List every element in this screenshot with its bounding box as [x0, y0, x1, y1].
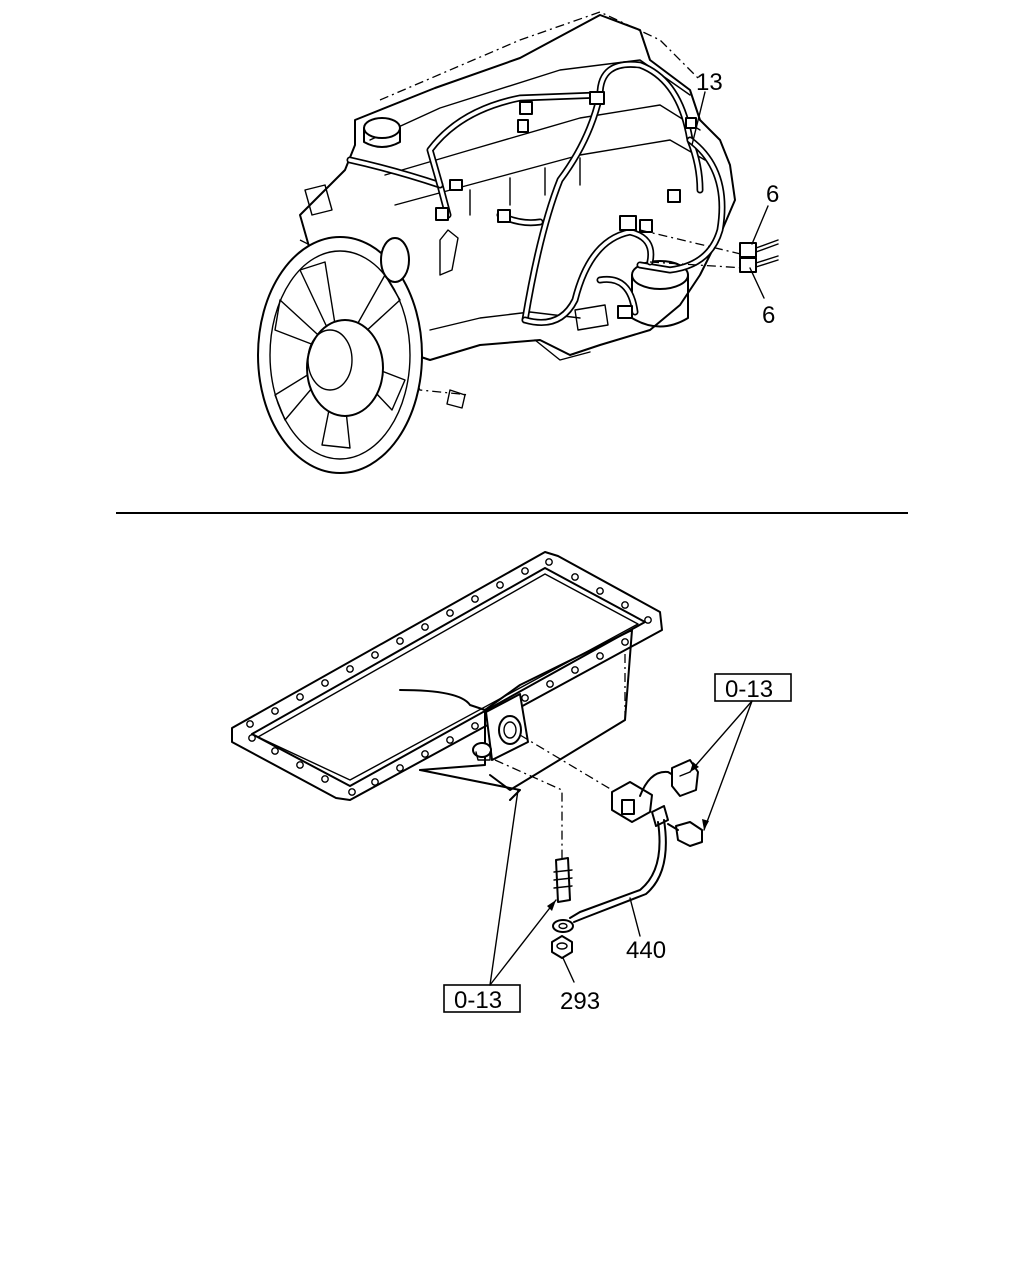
- leader-440: [629, 897, 641, 937]
- oil-level-sensor-drawing: [494, 734, 703, 959]
- callout-440: 440: [626, 937, 666, 964]
- connector-6-drawing: [739, 239, 779, 273]
- ref-box-0-13-left: 0-13: [443, 789, 557, 1014]
- engine-assembly-drawing: 13 6 6: [257, 11, 779, 474]
- leader-13: [691, 91, 706, 146]
- callout-6-top: 6: [766, 181, 779, 208]
- callout-293: 293: [560, 988, 600, 1015]
- callout-6-bottom: 6: [762, 302, 775, 329]
- wiring-harness-drawing: [346, 60, 746, 326]
- ref-text-0-13-right: 0-13: [725, 676, 773, 703]
- leader-6-top: [751, 205, 769, 245]
- cooling-fan-drawing: [257, 236, 423, 474]
- ref-box-0-13-right: 0-13: [689, 673, 792, 831]
- leader-293: [562, 957, 575, 983]
- ref-text-0-13-left: 0-13: [454, 987, 502, 1014]
- leader-6-bottom: [749, 267, 765, 299]
- callout-13: 13: [696, 69, 723, 96]
- oil-pan-drawing: [231, 551, 663, 801]
